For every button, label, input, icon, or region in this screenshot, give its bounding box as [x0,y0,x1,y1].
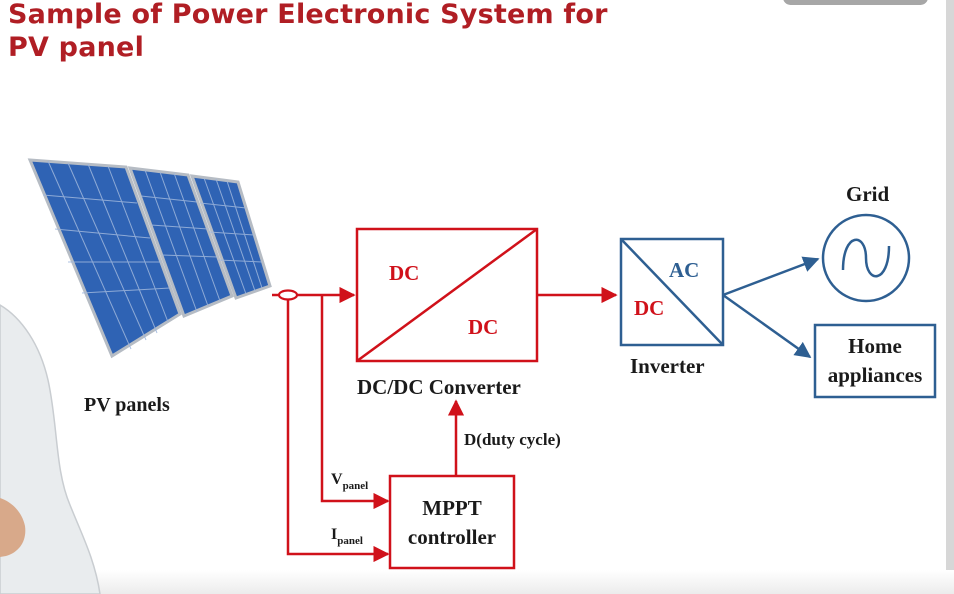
v-panel-arrow [320,295,390,510]
converter-dc-out-label: DC [468,315,498,339]
right-edge-strip [946,0,954,594]
pv-panels-icon [27,158,272,359]
dc-dc-converter-block [355,227,539,363]
pv-module-1 [27,158,182,359]
i-panel-arrow [286,300,390,563]
home-label-line-2: appliances [828,363,923,387]
grid-label: Grid [846,182,889,206]
dc-dc-converter-caption: DC/DC Converter [357,375,521,399]
mppt-label-line-2: controller [408,525,496,549]
video-overlay-bar [783,0,928,5]
pv-module-2 [127,166,234,318]
inverter-ac-label: AC [669,258,699,282]
pv-panels-label: PV panels [84,394,170,416]
inverter-caption: Inverter [630,354,705,378]
mppt-controller-box [388,474,516,570]
slide-title-line-1: Sample of Power Electronic System for [8,0,608,30]
home-label-line-1: Home [848,334,902,358]
sine-wave-icon [841,238,891,278]
mppt-label-line-1: MPPT [422,496,481,520]
inverter-to-home-arrow [722,293,812,359]
converter-dc-in-label: DC [389,261,419,285]
i-panel-label: Ipanel [331,526,363,547]
current-sensor-icon [277,289,299,301]
bottom-fade [0,570,954,594]
slide-title: Sample of Power Electronic System for PV… [8,0,608,64]
presenter-silhouette [0,304,101,594]
presenter-hand [0,498,26,557]
pv-module-3 [189,174,272,300]
duty-cycle-label: D(duty cycle) [464,430,561,449]
slide-title-line-2: PV panel [8,32,145,63]
v-panel-label: Vpanel [331,471,368,492]
inverter-dc-label: DC [634,296,664,320]
inverter-block [619,237,725,347]
inverter-to-grid-arrow [722,256,820,297]
home-appliances-box [813,323,937,399]
